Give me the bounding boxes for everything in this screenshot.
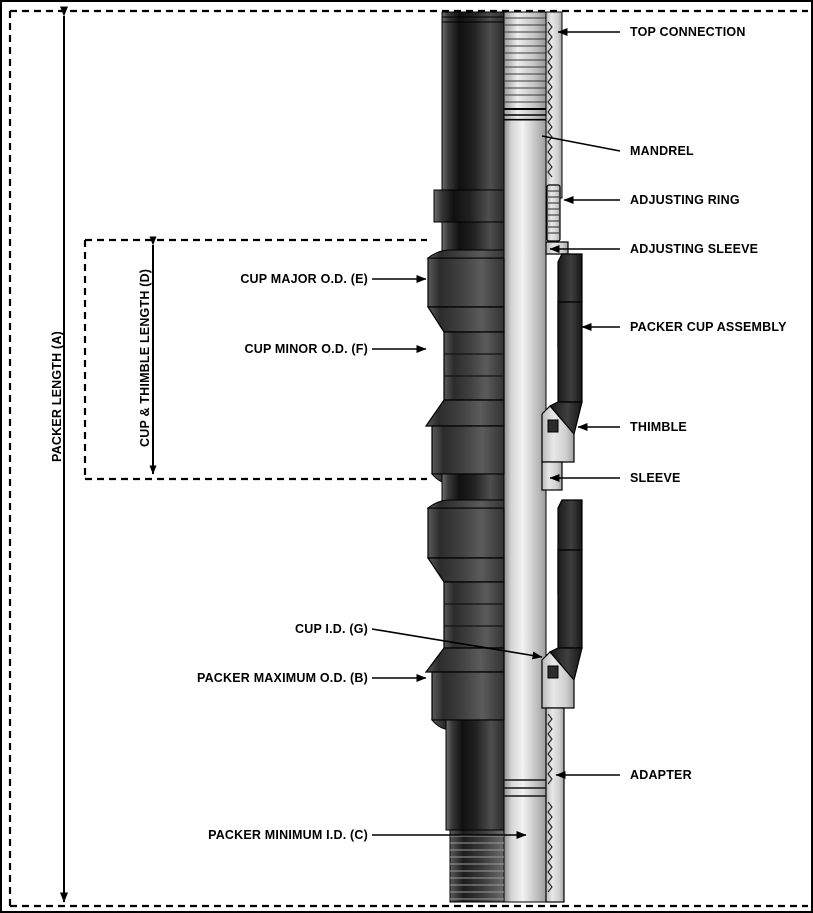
packer-maximum-od-label: PACKER MAXIMUM O.D. (B) [196,671,368,685]
outer-sleeve-wall [545,11,563,199]
sleeve-part [541,461,563,491]
packer-cup-upper [424,249,505,485]
packer-minimum-id-label: PACKER MINIMUM I.D. (C) [208,828,368,842]
assembly-body [424,11,583,903]
upper-shoulder [433,189,505,223]
adapter-part [445,707,565,903]
packer-length-label: PACKER LENGTH (A) [50,331,64,462]
leader-mandrel [541,135,621,152]
packer-cup-lower-section [541,499,583,709]
packer-cup-lower [424,499,505,731]
packer-cup-assembly-label: PACKER CUP ASSEMBLY [630,320,787,334]
mandrel-label: MANDREL [630,144,694,158]
cup-minor-od-label: CUP MINOR O.D. (F) [244,342,368,356]
packer-cup-upper-section [541,253,583,491]
cup-thimble-length-label: CUP & THIMBLE LENGTH (D) [138,268,152,447]
adjusting-sleeve-part [545,241,569,255]
adjusting-ring-part [546,184,561,242]
adapter-label: ADAPTER [630,768,692,782]
leader-cup-id [371,628,543,660]
adjusting-ring-label: ADJUSTING RING [630,193,740,207]
sleeve-label: SLEEVE [630,471,681,485]
cup-major-od-label: CUP MAJOR O.D. (E) [240,272,368,286]
thimble-label: THIMBLE [630,420,687,434]
cup-thimble-dashed-box [83,238,427,481]
adjusting-sleeve-label: ADJUSTING SLEEVE [630,242,759,256]
mandrel-part [503,119,547,903]
top-connection-label: TOP CONNECTION [630,25,746,39]
top-connection-part [441,11,550,203]
leader-lines [371,28,621,839]
dashed-outer-frame [8,9,808,908]
cup-id-label: CUP I.D. (G) [294,622,368,636]
